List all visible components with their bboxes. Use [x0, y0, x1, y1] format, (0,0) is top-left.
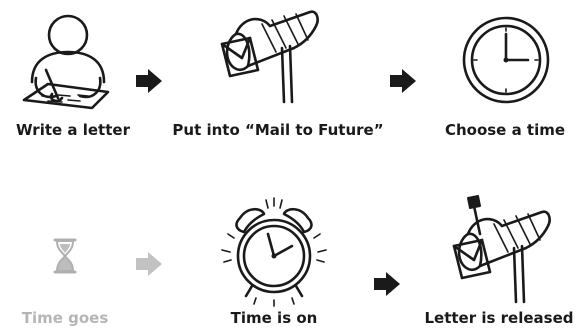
step-put-into-mail [212, 4, 324, 108]
caption-put-into-mail: Put into “Mail to Future” [160, 121, 396, 139]
step-write-letter [18, 8, 118, 110]
hourglass-icon [52, 238, 78, 274]
person-writing-icon [18, 8, 118, 110]
arrow-4-to-5 [134, 251, 164, 277]
caption-letter-released: Letter is released [418, 309, 580, 327]
caption-choose-time: Choose a time [432, 121, 578, 139]
step-time-goes [52, 238, 78, 274]
step-time-is-on [218, 194, 330, 310]
ringing-alarm-clock-icon [218, 194, 330, 310]
step-letter-released [444, 194, 564, 306]
caption-time-is-on: Time is on [204, 309, 344, 327]
mailbox-flag-up-icon [444, 194, 564, 306]
mailbox-with-letter-icon [212, 4, 324, 108]
arrow-2-to-3 [388, 68, 418, 94]
arrow-5-to-6 [372, 271, 402, 297]
clock-icon [458, 8, 554, 108]
caption-time-goes: Time goes [0, 309, 130, 327]
caption-write-letter: Write a letter [0, 121, 146, 139]
arrow-1-to-2 [134, 68, 164, 94]
step-choose-time [458, 8, 554, 108]
